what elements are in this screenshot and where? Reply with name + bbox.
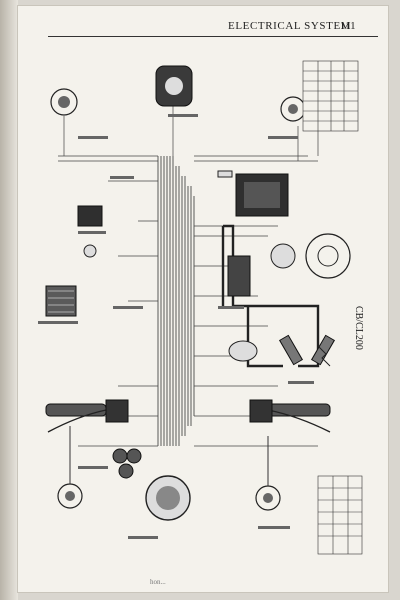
header-rule [48, 36, 378, 37]
battery [235, 173, 289, 217]
model-label: CB/CL200 [353, 306, 364, 350]
wire-color-table [302, 60, 359, 132]
front-turn-signal-right [255, 436, 281, 511]
tail-stop-light [155, 65, 193, 107]
starter-motor [228, 340, 258, 362]
spark-plugs [278, 334, 336, 367]
contact-breaker [270, 243, 296, 269]
rear-turn-signal-left [50, 88, 78, 116]
headlight [145, 475, 191, 521]
rear-turn-signal-right [280, 96, 306, 122]
neutral-switch [83, 244, 97, 258]
footer-watermark: hon... [150, 578, 166, 586]
page-header: ELECTRICAL SYSTEM 111 [18, 6, 388, 34]
fuse [217, 170, 233, 178]
ac-generator [305, 233, 351, 279]
silicon-rectifier [45, 285, 77, 317]
main-harness [157, 156, 195, 446]
regulator [77, 205, 103, 227]
section-title: ELECTRICAL SYSTEM [228, 20, 352, 32]
manual-page: ELECTRICAL SYSTEM 111 [18, 6, 388, 592]
page-spine-shadow [0, 0, 18, 600]
front-turn-signal-left [57, 426, 83, 509]
ignition-coil [227, 255, 251, 297]
component-callouts [38, 114, 314, 539]
indicator-lights [112, 448, 142, 479]
page-number: 111 [340, 20, 356, 32]
main-switch-table [317, 475, 363, 555]
wiring-diagram [38, 60, 363, 555]
ignition-circuit [221, 224, 320, 368]
switch-housings [105, 399, 273, 423]
